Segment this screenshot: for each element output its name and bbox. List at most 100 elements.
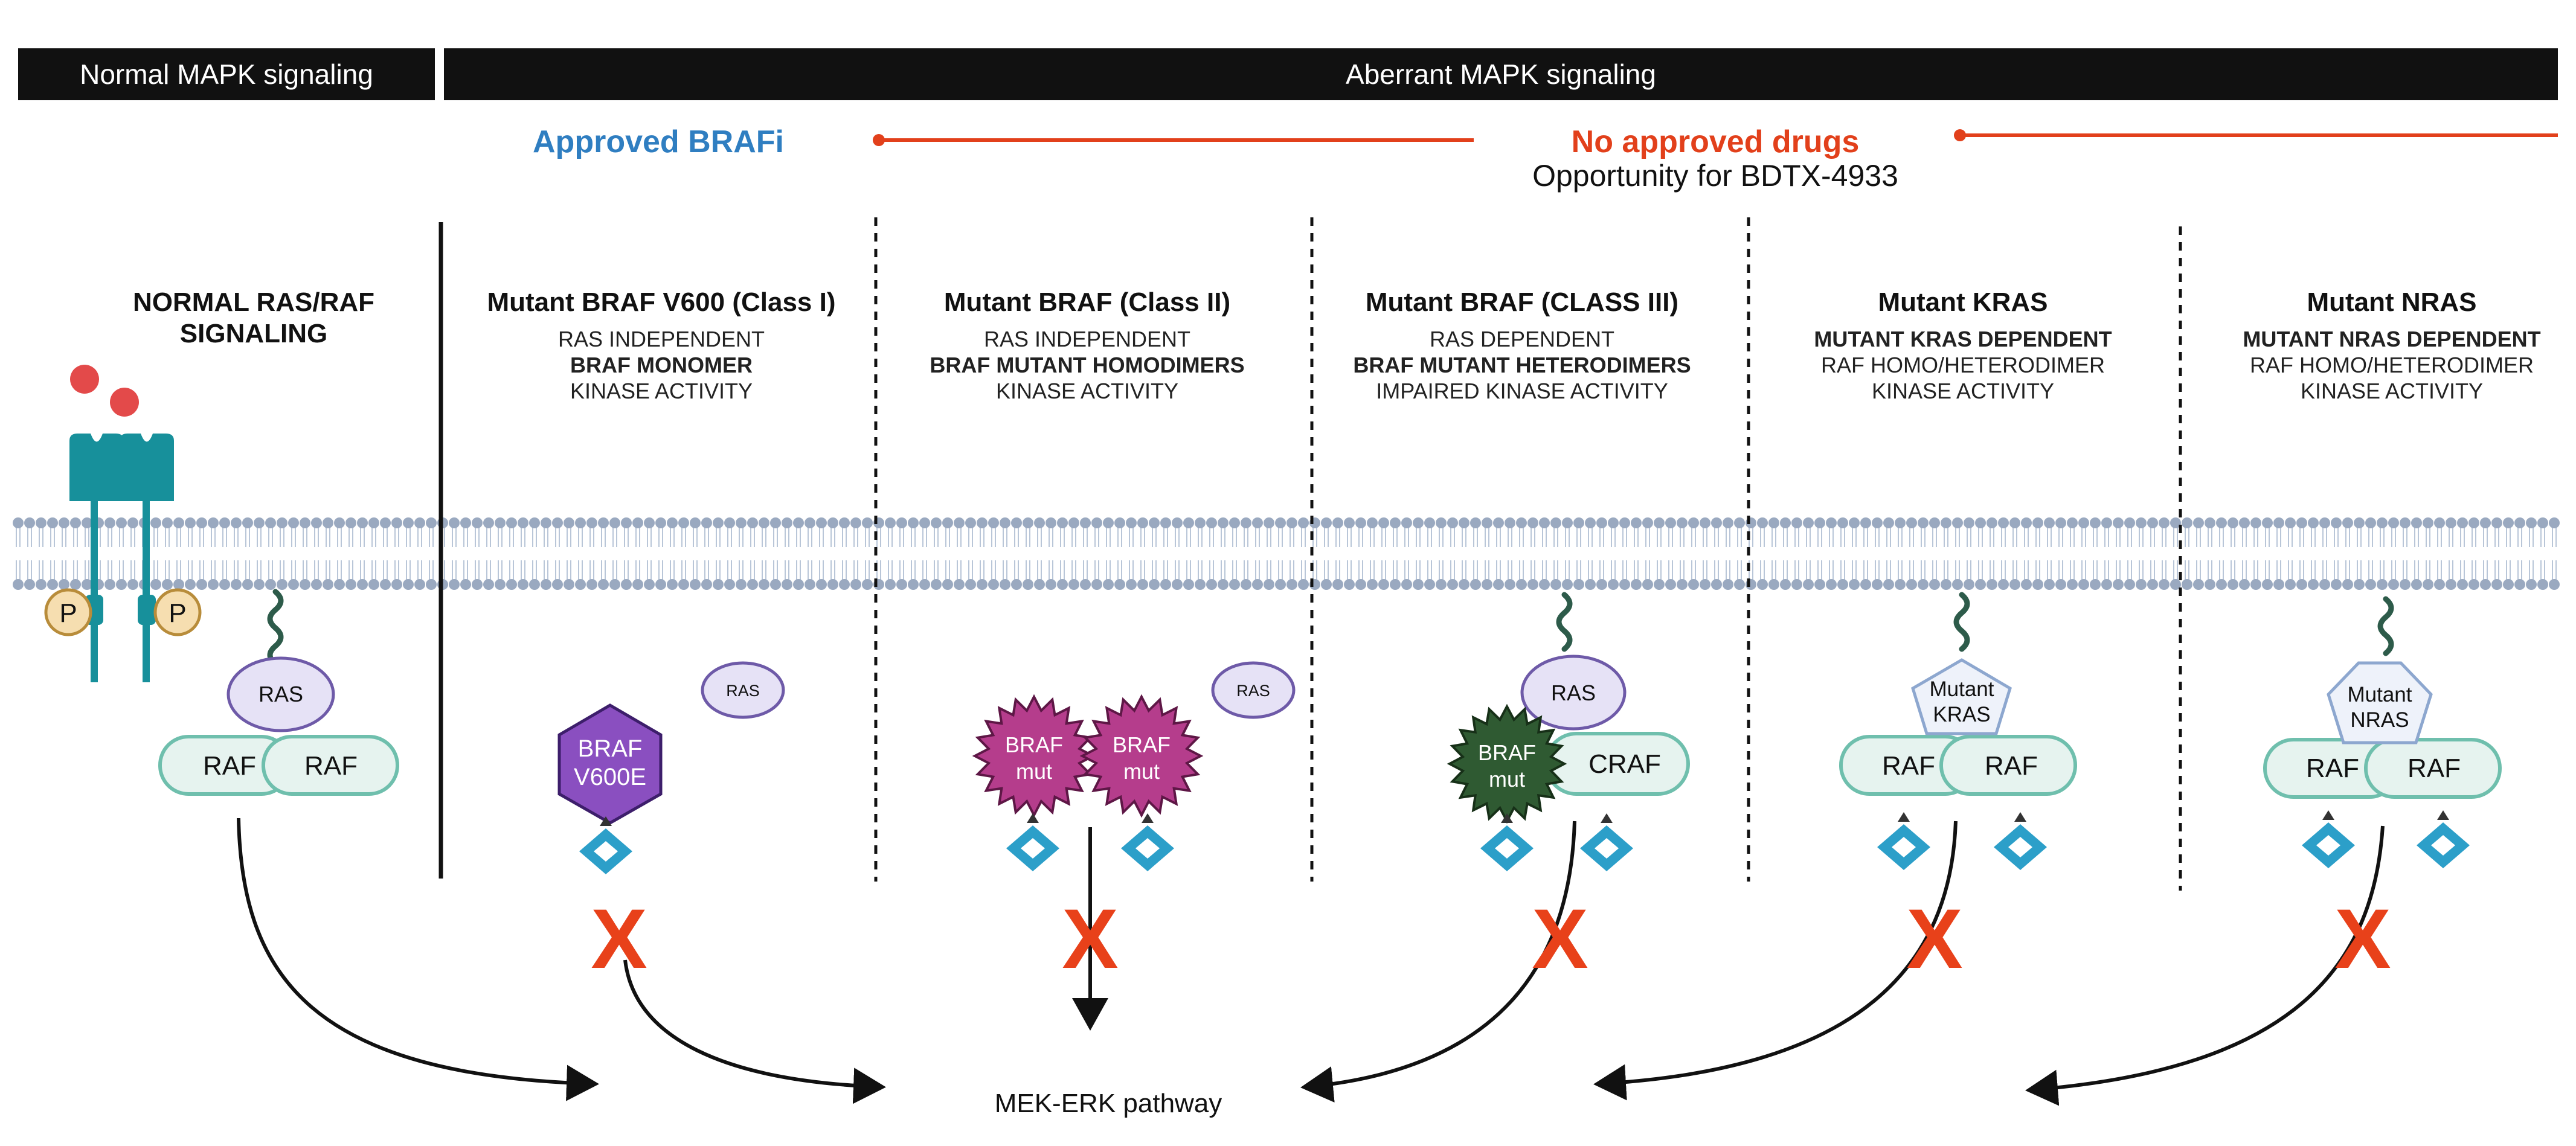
opportunity-label: Opportunity for BDTX-4933	[1532, 159, 1898, 193]
arrow-class1	[623, 959, 886, 1104]
pathway-label: MEK-ERK pathway	[995, 1089, 1222, 1118]
ras-class3: RAS	[1520, 655, 1627, 731]
ras-label: RAS	[726, 682, 760, 700]
mutant-kras: Mutant KRAS	[1911, 658, 2012, 735]
braf-mut-label: BRAF	[1478, 740, 1536, 765]
class2-line-1: RAS INDEPENDENT	[983, 327, 1191, 351]
mek-icon	[2302, 810, 2355, 868]
lipid-anchor-icon	[1556, 592, 1573, 652]
column-sub-class1: RAS INDEPENDENT BRAF MONOMER KINASE ACTI…	[459, 326, 864, 404]
column-sub-class3: RAS DEPENDENT BRAF MUTANT HETERODIMERS I…	[1329, 326, 1715, 404]
mek-icon	[1580, 813, 1633, 871]
raf-label: RAF	[2306, 754, 2359, 783]
arrow-normal	[237, 818, 599, 1101]
column-title-class3: Mutant BRAF (CLASS III)	[1365, 287, 1679, 317]
ligand-group	[70, 365, 139, 417]
x-mark-icon: X	[591, 891, 647, 986]
raf-dimer-nras: RAF RAF	[2263, 738, 2502, 799]
braf-mut-label: mut	[1489, 767, 1525, 792]
mek-icon	[579, 816, 632, 874]
braf-v600e: BRAF V600E	[557, 703, 663, 825]
column-title-class1: Mutant BRAF V600 (Class I)	[487, 287, 836, 317]
no-approved-label: No approved drugs	[1571, 124, 1860, 159]
column-title-class2: Mutant BRAF (Class II)	[943, 287, 1231, 317]
ras-label: RAS	[259, 682, 303, 706]
aberrant-header-label: Aberrant MAPK signaling	[1346, 59, 1656, 90]
ras-normal: RAS	[226, 656, 335, 732]
phosphate-left: P	[44, 588, 92, 636]
kras-line-2: RAF HOMO/HETERODIMER	[1820, 353, 2105, 377]
class3-line-1: RAS DEPENDENT	[1429, 327, 1615, 351]
nras-line-3: KINASE ACTIVITY	[2300, 379, 2484, 403]
class3-line-2: BRAF MUTANT HETERODIMERS	[1353, 353, 1691, 377]
nras-line-1: MUTANT NRAS DEPENDENT	[2243, 327, 2541, 351]
column-separators	[438, 217, 2182, 891]
normal-header-label: Normal MAPK signaling	[80, 59, 373, 90]
raf-dimer-normal: RAF RAF	[158, 735, 399, 796]
mek-icon	[1121, 813, 1174, 871]
phosphate-label: P	[59, 598, 77, 628]
raf-label: RAF	[2407, 754, 2461, 783]
braf-v600e-label: V600E	[574, 764, 646, 790]
arrow-class3	[1300, 821, 1576, 1103]
pathway-arrows	[237, 818, 2385, 1106]
phosphate-label: P	[169, 598, 186, 628]
braf-mut-label: BRAF	[1005, 732, 1063, 757]
raf-label: RAF	[1985, 751, 2038, 781]
x-mark-icon: X	[1906, 891, 1962, 986]
inhibition-marks: X X X X X	[591, 891, 2391, 986]
x-mark-icon: X	[1062, 891, 1118, 986]
ligand-icon	[110, 388, 139, 417]
x-mark-icon: X	[2334, 891, 2391, 986]
ras-class2: RAS	[1211, 661, 1296, 719]
braf-mut-label: BRAF	[1113, 732, 1171, 757]
mutant-nras: Mutant NRAS	[2327, 661, 2433, 744]
column-sub-kras: MUTANT KRAS DEPENDENT RAF HOMO/HETERODIM…	[1770, 326, 2156, 404]
class3-line-3: IMPAIRED KINASE ACTIVITY	[1376, 379, 1668, 403]
column-sub-nras: MUTANT NRAS DEPENDENT RAF HOMO/HETERODIM…	[2199, 326, 2576, 404]
nras-line-2: RAF HOMO/HETERODIMER	[2249, 353, 2534, 377]
mek-icon	[1480, 813, 1534, 871]
mutant-nras-label: Mutant	[2348, 683, 2412, 706]
mutant-kras-label: KRAS	[1933, 703, 1990, 726]
normal-header-bar: Normal MAPK signaling	[18, 48, 435, 100]
arrow-kras	[1593, 821, 1958, 1101]
braf-mut-label: mut	[1016, 759, 1052, 784]
lipid-anchor-icon	[1953, 592, 1970, 652]
raf-label: RAF	[1882, 751, 1935, 781]
class2-line-2: BRAF MUTANT HOMODIMERS	[930, 353, 1245, 377]
receptor-tyrosine-kinase	[69, 434, 174, 682]
mek-icon	[1994, 812, 2047, 870]
raf-dimer-kras: RAF RAF	[1839, 735, 2077, 796]
ras-label: RAS	[1551, 680, 1596, 705]
column-title-normal: NORMAL RAS/RAF SIGNALING	[91, 287, 417, 350]
lipid-anchor-icon	[267, 589, 284, 667]
class1-line-2: BRAF MONOMER	[570, 353, 753, 377]
column-title-normal-text: NORMAL RAS/RAF SIGNALING	[132, 287, 375, 348]
phosphate-right: P	[153, 588, 202, 636]
craf-label: CRAF	[1588, 749, 1661, 779]
column-sub-class2: RAS INDEPENDENT BRAF MUTANT HOMODIMERS K…	[894, 326, 1280, 404]
class2-line-3: KINASE ACTIVITY	[995, 379, 1179, 403]
approved-label: Approved BRAFi	[533, 124, 784, 159]
class1-line-3: KINASE ACTIVITY	[570, 379, 753, 403]
kras-line-3: KINASE ACTIVITY	[1871, 379, 2055, 403]
class1-line-1: RAS INDEPENDENT	[557, 327, 765, 351]
x-mark-icon: X	[1532, 891, 1588, 986]
craf: CRAF	[1544, 732, 1690, 796]
braf-v600e-label: BRAF	[578, 735, 643, 762]
mutant-nras-label: NRAS	[2350, 708, 2409, 732]
cell-membrane	[13, 517, 2560, 590]
mek-icon	[1006, 813, 1059, 871]
arrow-nras	[2025, 825, 2385, 1106]
ligand-icon	[70, 365, 99, 394]
mutant-kras-label: Mutant	[1930, 677, 1994, 701]
mek-icons	[579, 810, 2470, 874]
raf-label: RAF	[203, 751, 256, 781]
lipid-anchor-icon	[2377, 596, 2394, 656]
aberrant-header-bar: Aberrant MAPK signaling	[444, 48, 2558, 100]
